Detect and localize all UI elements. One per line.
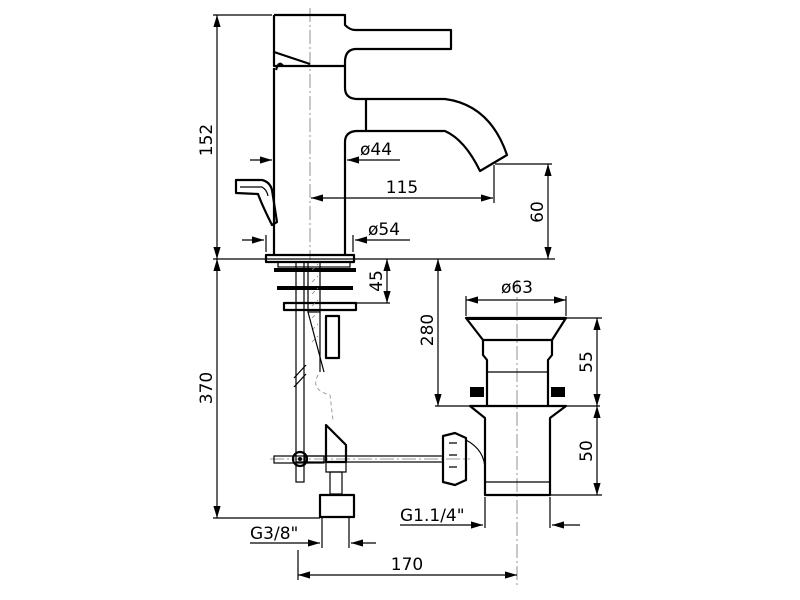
dim-spout-diameter: ø44: [360, 140, 392, 160]
fixing-assembly: [273, 261, 358, 519]
dim-spout-projection: 115: [386, 178, 418, 198]
dim-spout-height: 60: [528, 201, 548, 223]
dim-deck-thickness: 45: [367, 270, 387, 292]
dim-waste-lower-height: 50: [577, 440, 597, 462]
popup-rod: [304, 431, 468, 487]
dim-supply-thread: G3/8": [250, 524, 298, 544]
dim-overall-height: 152: [197, 124, 217, 156]
dim-waste-diameter: ø63: [501, 278, 533, 298]
dim-hose-length: 370: [197, 372, 217, 404]
dim-rod-length: 280: [418, 314, 438, 346]
dimension-labels: 152 ø44 115 60 ø54 45 370 280 ø63 55 50 …: [197, 124, 597, 575]
dim-waste-upper-height: 55: [577, 351, 597, 373]
dimension-lines: [213, 14, 602, 580]
dim-base-diameter: ø54: [368, 220, 400, 240]
dim-waste-thread: G1.1/4": [400, 506, 465, 526]
dim-centre-distance: 170: [391, 555, 423, 575]
centre-lines: [270, 8, 518, 585]
